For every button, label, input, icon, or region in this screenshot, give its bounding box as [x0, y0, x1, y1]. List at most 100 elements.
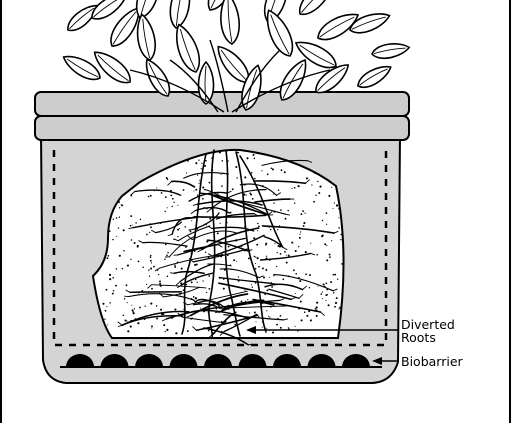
- soil-speckle: [132, 225, 133, 226]
- soil-speckle: [148, 196, 150, 198]
- soil-speckle: [139, 307, 141, 309]
- soil-speckle: [130, 326, 132, 328]
- soil-speckle: [112, 293, 114, 295]
- soil-speckle: [305, 273, 307, 275]
- soil-speckle: [232, 188, 234, 190]
- soil-speckle: [244, 176, 246, 178]
- root-tip: [272, 283, 276, 284]
- soil-speckle: [124, 298, 125, 299]
- soil-speckle: [138, 261, 140, 263]
- soil-speckle: [272, 168, 274, 170]
- soil-speckle: [261, 170, 262, 171]
- soil-speckle: [187, 160, 189, 162]
- soil-speckle: [333, 274, 335, 276]
- pot-rim-lower: [35, 116, 409, 140]
- soil-speckle: [254, 178, 256, 180]
- soil-speckle: [104, 319, 105, 320]
- soil-speckle: [236, 177, 237, 178]
- soil-speckle: [137, 322, 139, 324]
- leaf: [355, 61, 395, 92]
- biobarrier-label: Biobarrier: [401, 355, 463, 368]
- soil-speckle: [271, 286, 273, 288]
- soil-speckle: [268, 316, 269, 317]
- soil-speckle: [320, 293, 322, 295]
- soil-speckle: [163, 324, 165, 326]
- soil-speckle: [257, 223, 258, 224]
- soil-speckle: [254, 158, 256, 160]
- soil-speckle: [326, 245, 327, 246]
- soil-speckle: [311, 184, 312, 185]
- soil-speckle: [105, 310, 107, 312]
- soil-speckle: [130, 215, 132, 217]
- soil-speckle: [199, 180, 200, 181]
- soil-speckle: [277, 229, 278, 230]
- soil-speckle: [324, 243, 326, 245]
- soil-speckle: [277, 252, 278, 253]
- soil-speckle: [280, 315, 282, 317]
- soil-speckle: [331, 240, 332, 241]
- soil-speckle: [161, 192, 163, 194]
- soil-speckle: [305, 213, 306, 214]
- soil-speckle: [284, 171, 286, 173]
- soil-speckle: [285, 218, 287, 220]
- soil-speckle: [293, 269, 295, 271]
- soil-speckle: [236, 261, 237, 262]
- soil-speckle: [198, 182, 199, 183]
- soil-speckle: [244, 290, 245, 291]
- soil-speckle: [109, 274, 111, 276]
- soil-speckle: [181, 268, 183, 270]
- soil-speckle: [235, 166, 237, 168]
- soil-speckle: [121, 205, 123, 207]
- soil-speckle: [116, 217, 118, 219]
- soil-speckle: [195, 279, 196, 280]
- soil-speckle: [151, 327, 152, 328]
- soil-speckle: [150, 226, 152, 228]
- soil-speckle: [177, 205, 178, 206]
- soil-speckle: [177, 229, 179, 231]
- soil-speckle: [241, 301, 243, 303]
- soil-speckle: [123, 229, 125, 231]
- soil-speckle: [252, 287, 253, 288]
- soil-speckle: [183, 189, 185, 191]
- soil-speckle: [318, 286, 319, 287]
- soil-speckle: [262, 327, 263, 328]
- soil-speckle: [265, 269, 267, 271]
- soil-speckle: [145, 306, 146, 307]
- soil-speckle: [191, 220, 192, 221]
- soil-speckle: [130, 259, 131, 260]
- soil-speckle: [132, 309, 134, 311]
- soil-speckle: [193, 190, 194, 191]
- soil-speckle: [278, 189, 279, 190]
- soil-speckle: [235, 322, 236, 323]
- soil-speckle: [230, 212, 232, 214]
- soil-speckle: [119, 255, 121, 257]
- soil-speckle: [252, 198, 254, 200]
- soil-speckle: [161, 309, 162, 310]
- soil-speckle: [127, 330, 129, 332]
- soil-speckle: [220, 223, 221, 224]
- soil-speckle: [329, 254, 331, 256]
- soil-speckle: [339, 306, 341, 308]
- soil-speckle: [273, 202, 274, 203]
- soil-speckle: [271, 168, 273, 170]
- soil-speckle: [150, 268, 152, 270]
- soil-speckle: [291, 188, 292, 189]
- soil-speckle: [156, 318, 158, 320]
- soil-speckle: [288, 327, 289, 328]
- soil-speckle: [255, 321, 256, 322]
- soil-speckle: [306, 315, 308, 317]
- soil-speckle: [326, 212, 328, 214]
- soil-speckle: [116, 236, 117, 237]
- soil-speckle: [295, 326, 296, 327]
- soil-speckle: [299, 237, 301, 239]
- soil-speckle: [263, 277, 265, 279]
- soil-speckle: [150, 303, 152, 305]
- soil-speckle: [322, 298, 323, 299]
- soil-speckle: [270, 229, 272, 231]
- soil-speckle: [126, 284, 128, 286]
- soil-speckle: [302, 210, 304, 212]
- soil-speckle: [336, 297, 338, 299]
- soil-speckle: [137, 246, 139, 248]
- soil-speckle: [280, 253, 282, 255]
- soil-speckle: [167, 207, 168, 208]
